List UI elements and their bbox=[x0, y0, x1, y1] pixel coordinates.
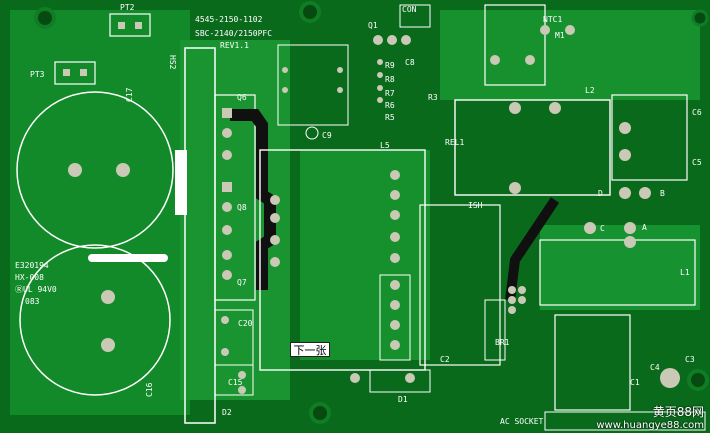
copper-pour-center bbox=[300, 150, 430, 360]
c1-outline bbox=[554, 314, 631, 411]
c16-outline bbox=[19, 244, 171, 396]
silk-br1: BR1 bbox=[495, 338, 510, 347]
watermark-url: www.huangye88.com bbox=[596, 420, 704, 431]
silk-ul-1: E320194 bbox=[15, 261, 49, 270]
silk-r6: R6 bbox=[385, 101, 395, 110]
silk-l1: L1 bbox=[680, 268, 690, 277]
cap-divider bbox=[88, 254, 168, 262]
watermark: 黄页88网 www.huangye88.com bbox=[596, 403, 704, 431]
l5-pads bbox=[390, 170, 400, 350]
silk-q6: Q6 bbox=[237, 93, 247, 102]
silk-pt2: PT2 bbox=[120, 3, 135, 12]
silk-c15: C15 bbox=[228, 378, 243, 387]
hs2-tab bbox=[175, 150, 187, 215]
silk-d1: D1 bbox=[398, 395, 408, 404]
br1-outline bbox=[484, 299, 506, 361]
con-outline bbox=[399, 4, 431, 28]
silk-d2: D2 bbox=[222, 408, 232, 417]
mounting-hole bbox=[299, 1, 321, 23]
silk-c2-center: C2 bbox=[440, 355, 450, 364]
pad bbox=[118, 22, 125, 29]
silk-c20: C20 bbox=[238, 319, 253, 328]
silk-r8: R8 bbox=[385, 75, 395, 84]
c15-outline bbox=[214, 364, 254, 396]
ish-outline bbox=[419, 204, 501, 366]
silk-rev: REV1.1 bbox=[220, 41, 249, 50]
silk-c9: C9 bbox=[322, 131, 332, 140]
mounting-hole bbox=[691, 9, 709, 27]
silk-ul-4: ⓇUL 94V0 bbox=[15, 285, 57, 294]
silk-ntc1: NTC1 bbox=[543, 15, 562, 24]
black-trace bbox=[505, 197, 560, 301]
ntc1-outline bbox=[484, 4, 546, 86]
silk-c17: C17 bbox=[125, 87, 134, 102]
l1-outline bbox=[539, 239, 696, 306]
c17-outline bbox=[16, 91, 174, 249]
pt3-outline bbox=[54, 61, 96, 85]
silk-q7: Q7 bbox=[237, 278, 247, 287]
pad bbox=[101, 338, 115, 352]
ac-socket-outline bbox=[544, 411, 706, 431]
pad bbox=[116, 163, 130, 177]
silk-l5: L5 bbox=[380, 141, 390, 150]
silk-q8: Q8 bbox=[237, 203, 247, 212]
transistor-pads bbox=[222, 108, 280, 280]
silk-hs2: HS2 bbox=[168, 55, 177, 70]
pt2-outline bbox=[109, 13, 151, 37]
rel1-outline bbox=[454, 99, 611, 196]
silk-r5: R5 bbox=[385, 113, 395, 122]
copper-pour-top-right bbox=[440, 10, 700, 100]
d1-outline bbox=[369, 369, 431, 393]
c5-c6-outline bbox=[611, 94, 688, 181]
silk-c5: C5 bbox=[692, 158, 702, 167]
silk-d: D bbox=[598, 189, 603, 198]
pad bbox=[80, 69, 87, 76]
silk-b: B bbox=[660, 189, 665, 198]
pad bbox=[135, 22, 142, 29]
silk-l2: L2 bbox=[585, 86, 595, 95]
l5-outline bbox=[259, 149, 426, 371]
silk-rel1: REL1 bbox=[445, 138, 464, 147]
silk-ul-3: 083 bbox=[25, 297, 40, 306]
silk-c8: C8 bbox=[405, 58, 415, 67]
silk-c16: C16 bbox=[145, 382, 154, 397]
silk-c6: C6 bbox=[692, 108, 702, 117]
silk-a: A bbox=[642, 223, 647, 232]
l5-pin-box bbox=[379, 274, 411, 361]
mounting-hole bbox=[687, 369, 709, 391]
pad bbox=[68, 163, 82, 177]
silk-c: C bbox=[600, 224, 605, 233]
br1-pads bbox=[508, 286, 526, 314]
silk-c4: C4 bbox=[650, 363, 660, 372]
next-image-button[interactable]: 下一张 bbox=[290, 342, 330, 357]
silk-r7: R7 bbox=[385, 89, 395, 98]
transistor-column bbox=[214, 94, 256, 301]
silk-c1: C1 bbox=[630, 378, 640, 387]
mounting-hole bbox=[309, 402, 331, 424]
silk-m1: M1 bbox=[555, 31, 565, 40]
black-trace bbox=[230, 109, 276, 290]
c9-outline bbox=[305, 126, 319, 140]
copper-pour-l1 bbox=[540, 225, 700, 310]
silk-ish: ISH bbox=[468, 201, 483, 210]
pad bbox=[63, 69, 70, 76]
silk-part-no-2: 4545-2150-1102 bbox=[195, 15, 263, 24]
silk-pt3: PT3 bbox=[30, 70, 45, 79]
silk-ac-socket: AC SOCKET bbox=[500, 417, 544, 426]
watermark-name: 黄页88网 bbox=[652, 405, 704, 419]
silk-con: CON bbox=[402, 5, 417, 14]
pad bbox=[101, 290, 115, 304]
silk-c3: C3 bbox=[685, 355, 695, 364]
silk-r3: R3 bbox=[428, 93, 438, 102]
resistor-array bbox=[277, 44, 349, 126]
silk-r9: R9 bbox=[385, 61, 395, 70]
silk-part-no-1: SBC-2140/2150PFC bbox=[195, 29, 272, 38]
silk-q1: Q1 bbox=[368, 21, 378, 30]
silk-ul-2: HX-008 bbox=[15, 273, 44, 282]
mounting-hole bbox=[34, 7, 56, 29]
pad bbox=[660, 368, 680, 388]
